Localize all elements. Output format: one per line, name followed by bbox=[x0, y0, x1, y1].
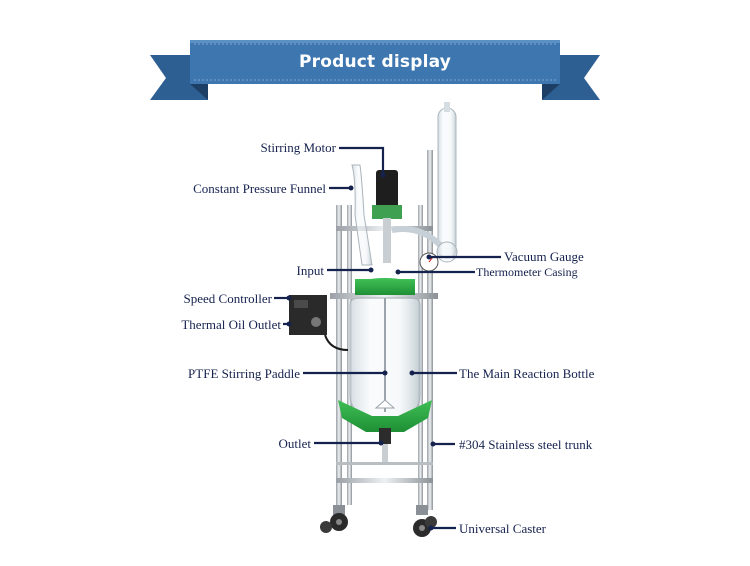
callout-dots bbox=[286, 172, 436, 531]
outlet-valve bbox=[379, 428, 391, 462]
condenser-glass bbox=[351, 102, 458, 266]
label-main-reaction-bottle: The Main Reaction Bottle bbox=[459, 366, 595, 381]
green-cradle bbox=[338, 400, 432, 432]
label-stainless-steel-trunk: #304 Stainless steel trunk bbox=[459, 437, 593, 452]
banner-title: Product display bbox=[298, 52, 452, 72]
label-input: Input bbox=[296, 263, 324, 278]
reactor-lid bbox=[355, 278, 415, 295]
label-outlet: Outlet bbox=[278, 436, 312, 451]
label-speed-controller: Speed Controller bbox=[183, 291, 272, 306]
main-reaction-bottle bbox=[349, 297, 421, 421]
label-thermal-oil-outlet: Thermal Oil Outlet bbox=[181, 317, 281, 332]
banner-ribbon bbox=[150, 40, 600, 100]
label-constant-pressure-funnel: Constant Pressure Funnel bbox=[193, 181, 326, 196]
label-stirring-motor: Stirring Motor bbox=[260, 140, 336, 155]
stirring-motor bbox=[372, 170, 402, 263]
speed-controller-box bbox=[289, 295, 349, 351]
ribbon-band bbox=[190, 40, 560, 84]
label-vacuum-gauge: Vacuum Gauge bbox=[504, 249, 584, 264]
label-ptfe-stirring-paddle: PTFE Stirring Paddle bbox=[188, 366, 300, 381]
label-universal-caster: Universal Caster bbox=[459, 521, 547, 536]
label-thermometer-casing: Thermometer Casing bbox=[476, 265, 578, 279]
callout-lines bbox=[274, 146, 501, 530]
ribbon-right-fold bbox=[542, 84, 560, 100]
casters bbox=[320, 505, 437, 537]
ribbon-left-fold bbox=[190, 84, 208, 100]
